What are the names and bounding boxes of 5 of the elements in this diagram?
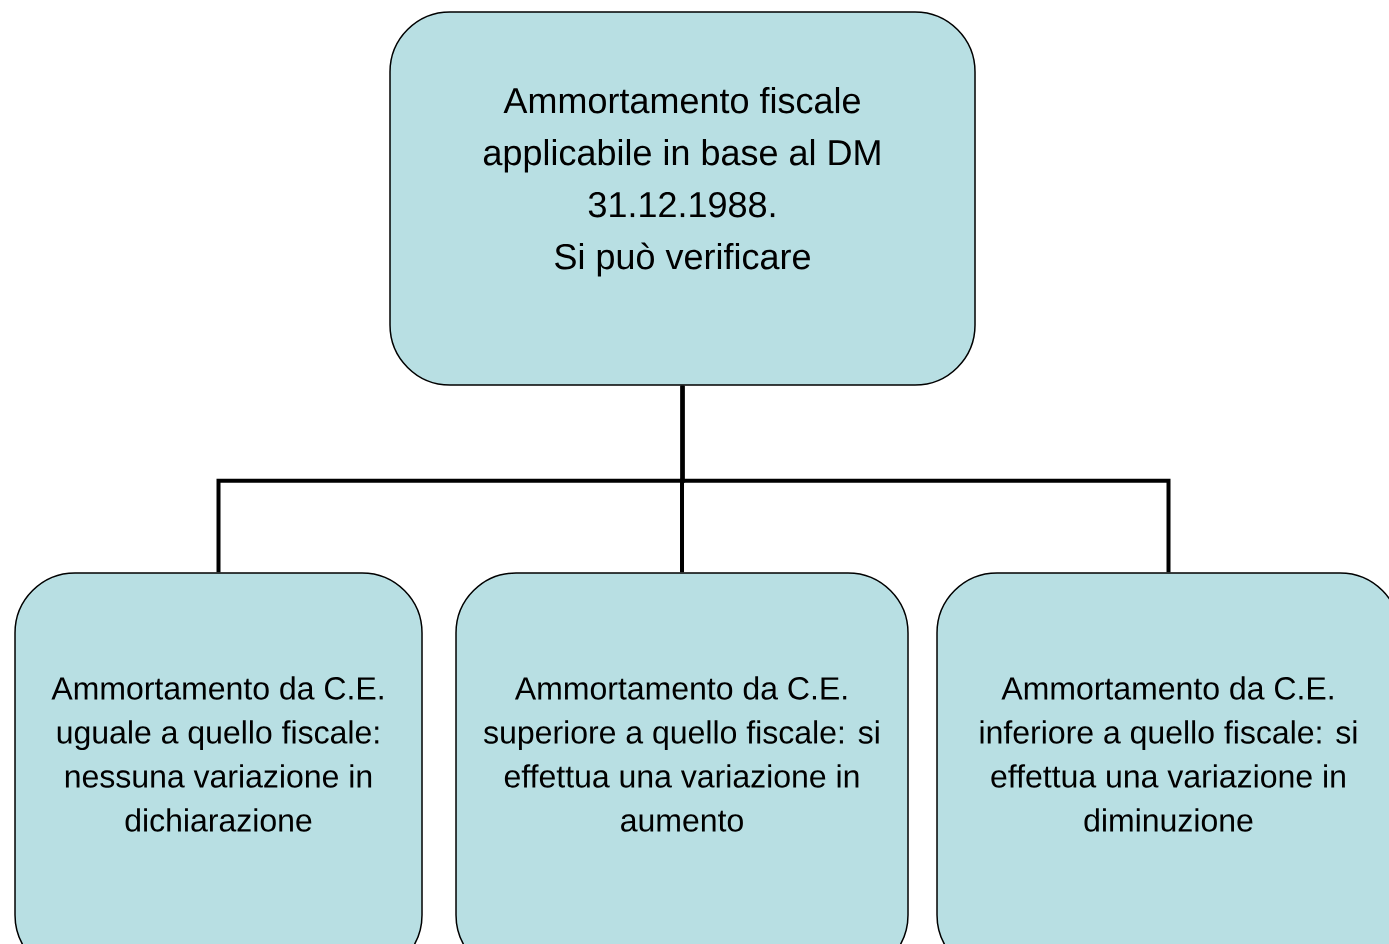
connector-line xyxy=(680,385,1171,573)
rounded-box: Ammortamento da C.E. uguale a quello fiscale: nessuna variazione in dichiarazione xyxy=(14,572,423,944)
rounded-box: Ammortamento da C.E. inferiore a quello fiscale: si effettua una variazione in diminuzione xyxy=(936,572,1389,944)
rounded-box: Ammortamento da C.E. superiore a quello fiscale: si effettua una variazione in aumento xyxy=(455,572,909,944)
rounded-box: Ammortamento fiscale applicabile in base al DM 31.12.1988. Si può verificare xyxy=(389,11,976,386)
